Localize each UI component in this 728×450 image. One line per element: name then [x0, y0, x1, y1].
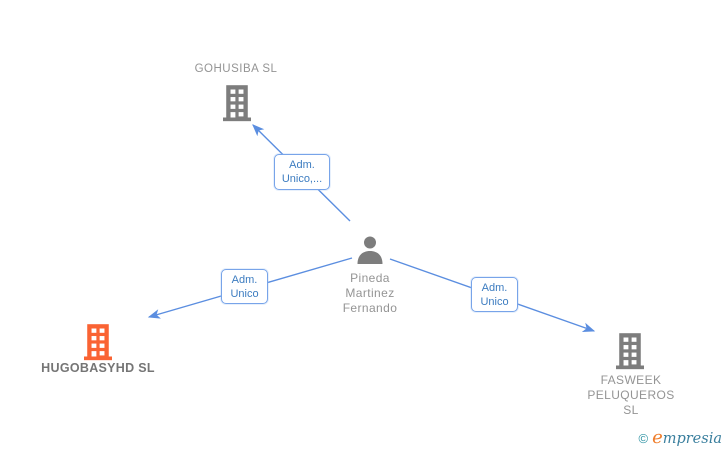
person-node-pineda[interactable] — [355, 236, 385, 269]
person-name-line: Fernando — [342, 301, 398, 315]
edge-label-line: Adm. — [481, 282, 508, 294]
person-icon — [357, 236, 383, 264]
brand-initial: e — [652, 427, 663, 448]
edge-label-adm-unico-hugobasyhd[interactable]: Adm. Unico — [221, 269, 268, 304]
edge-label-line: Unico — [230, 288, 259, 300]
edge-label-line: Unico — [480, 296, 509, 308]
company-node-hugobasyhd[interactable] — [84, 324, 112, 366]
company-label-gohusiba[interactable]: GOHUSIBA SL — [194, 63, 278, 75]
copyright-icon: © — [638, 431, 649, 446]
building-icon — [616, 333, 644, 370]
company-label-hugobasyhd[interactable]: HUGOBASYHD SL — [41, 361, 155, 375]
company-label-line: SL — [623, 403, 639, 417]
company-label-line: PELUQUEROS — [587, 388, 675, 402]
edge-label-line: Adm. — [231, 274, 258, 286]
company-node-gohusiba[interactable] — [223, 85, 251, 127]
edge-label-line: Unico,... — [281, 173, 323, 185]
edge-label-adm-unico-gohusiba[interactable]: Adm. Unico,... — [274, 154, 330, 190]
edge-label-line: Adm. — [289, 159, 315, 171]
building-icon — [223, 85, 251, 122]
person-name-line: Pineda — [350, 271, 390, 285]
edge-label-adm-unico-fasweek[interactable]: Adm. Unico — [471, 277, 518, 312]
person-name[interactable]: Pineda Martinez Fernando — [322, 271, 418, 316]
building-icon-highlighted — [84, 324, 112, 361]
person-name-line: Martinez — [345, 286, 395, 300]
company-node-fasweek[interactable] — [616, 333, 644, 375]
company-label-fasweek[interactable]: FASWEEK PELUQUEROS SL — [584, 373, 678, 418]
company-label-line: FASWEEK — [600, 373, 662, 387]
brand-text: mpresia — [662, 431, 722, 447]
empresia-logo[interactable]: © e mpresia — [638, 427, 722, 448]
